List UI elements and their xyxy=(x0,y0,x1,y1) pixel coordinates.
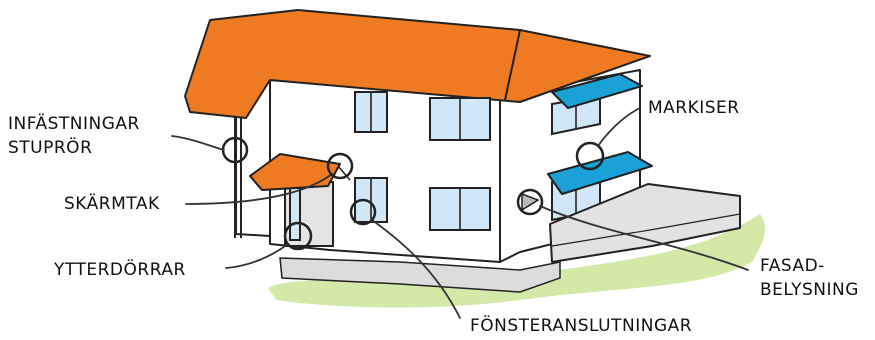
label-window-connections: FÖNSTERANSLUTNINGAR xyxy=(470,314,692,338)
label-facade-lighting: FASAD- BELYSNING xyxy=(760,254,859,302)
label-facade-line-2: BELYSNING xyxy=(760,278,859,302)
window-front-bottom-right xyxy=(430,188,490,230)
label-downpipe-line-2: STUPRÖR xyxy=(8,136,140,160)
label-downpipe-line-1: INFÄSTNINGAR xyxy=(8,112,140,136)
label-canopy: SKÄRMTAK xyxy=(64,192,160,216)
leader-awning xyxy=(598,108,640,146)
leader-door xyxy=(226,244,288,268)
label-downpipe-fastenings: INFÄSTNINGAR STUPRÖR xyxy=(8,112,140,160)
window-front-top-left xyxy=(355,92,387,132)
window-front-top-right xyxy=(430,98,490,140)
label-awnings: MARKISER xyxy=(648,96,740,120)
facade-light-icon xyxy=(522,194,538,210)
label-exterior-doors: YTTERDÖRRAR xyxy=(54,258,186,282)
label-facade-line-1: FASAD- xyxy=(760,254,859,278)
canopy xyxy=(250,154,340,190)
leader-downpipe xyxy=(172,136,224,150)
